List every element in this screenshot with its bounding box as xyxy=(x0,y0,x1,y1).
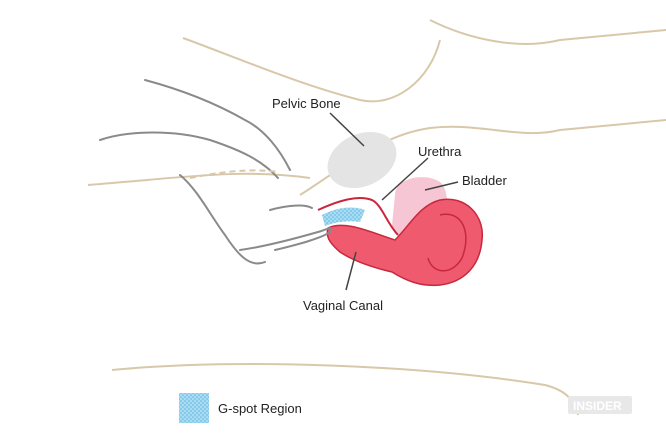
urethra-leader xyxy=(381,157,429,201)
uterus-shape xyxy=(326,198,483,287)
watermark-bg xyxy=(568,396,632,414)
vaginal-canal-leader xyxy=(345,251,357,291)
urethra-label: Urethra xyxy=(418,144,462,159)
thigh-outline xyxy=(87,172,311,186)
buttock-outline xyxy=(429,19,666,45)
back-outline xyxy=(182,37,441,103)
gspot-region-shape xyxy=(322,207,365,226)
bladder-leader xyxy=(424,181,459,191)
pelvic-bone-label: Pelvic Bone xyxy=(272,96,341,111)
pelvic-bone-leader xyxy=(329,112,365,147)
vaginal-canal-label: Vaginal Canal xyxy=(303,298,383,313)
hand-dashed-line xyxy=(189,169,279,179)
bladder-label: Bladder xyxy=(462,173,507,188)
gspot-legend-label: G-spot Region xyxy=(218,401,302,416)
urethra-line xyxy=(317,197,399,236)
pelvic-bone-shape xyxy=(327,131,397,189)
leg-outline xyxy=(111,363,579,416)
watermark-text: INSIDER xyxy=(573,399,622,413)
uterus-inner-line xyxy=(427,213,467,272)
hand-outline xyxy=(99,79,333,265)
gspot-legend-swatch xyxy=(179,393,209,423)
